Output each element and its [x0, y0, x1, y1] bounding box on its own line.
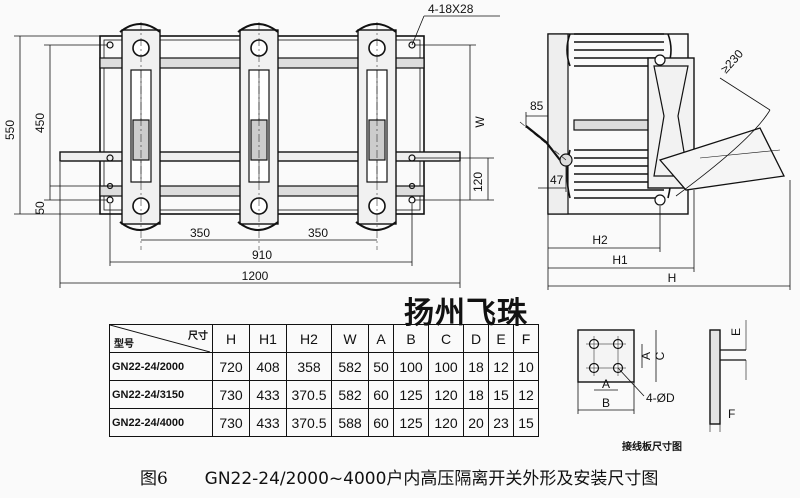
table-cell: 358 — [286, 352, 332, 381]
table-cell: 408 — [249, 352, 287, 381]
table-cell: 120 — [428, 380, 464, 409]
table-cell: 15 — [513, 408, 539, 437]
dim-350-left: 350 — [190, 226, 210, 240]
column-header: F — [513, 324, 539, 353]
table-cell: 12 — [513, 380, 539, 409]
table-cell: 18 — [463, 380, 489, 409]
table-cell: 582 — [331, 352, 369, 381]
dim-h1: H1 — [612, 253, 628, 267]
table-cell: 433 — [249, 380, 287, 409]
column-header: B — [393, 324, 429, 353]
plate-label-holes: 4-ØD — [646, 391, 675, 405]
dim-550: 550 — [3, 120, 17, 140]
model-cell: GN22-24/4000 — [109, 408, 213, 437]
dim-910: 910 — [252, 248, 272, 262]
dim-holes: 4-18X28 — [428, 2, 474, 16]
table-row: GN22-24/4000 730 433 370.5 588 60 125 12… — [109, 408, 539, 437]
column-header: H — [212, 324, 250, 353]
table-cell: 23 — [488, 408, 514, 437]
table-cell: 125 — [393, 408, 429, 437]
plate-label-c: C — [653, 351, 667, 360]
side-view — [519, 33, 785, 215]
table-cell: 588 — [331, 408, 369, 437]
dimension-table: 尺寸 型号 H H1 H2 W A B C D E F GN22-24/2000… — [109, 324, 539, 437]
column-header: D — [463, 324, 489, 353]
table-cell: 10 — [513, 352, 539, 381]
table-cell: 12 — [488, 352, 514, 381]
table-header-row: 尺寸 型号 H H1 H2 W A B C D E F — [109, 324, 539, 353]
table-cell: 60 — [368, 408, 394, 437]
column-header: W — [331, 324, 369, 353]
table-row: GN22-24/3150 730 433 370.5 582 60 125 12… — [109, 380, 539, 409]
pole-middle — [237, 23, 279, 231]
dim-120: 120 — [471, 172, 485, 192]
table-cell: 730 — [212, 380, 250, 409]
table-corner-header: 尺寸 型号 — [109, 324, 213, 353]
dim-h: H — [668, 271, 677, 285]
column-header: H2 — [286, 324, 332, 353]
dim-450: 450 — [33, 113, 47, 133]
dim-230: ≥230 — [718, 47, 746, 76]
table-cell: 120 — [428, 408, 464, 437]
figure-caption: 图6 GN22-24/2000~4000户内高压隔离开关外形及安装尺寸图 — [140, 464, 658, 489]
table-cell: 125 — [393, 380, 429, 409]
side-dimensions — [525, 77, 791, 290]
table-cell: 15 — [488, 380, 514, 409]
corner-diagonal — [110, 325, 210, 352]
table-cell: 50 — [368, 352, 394, 381]
front-view — [59, 22, 461, 250]
dim-47: 47 — [550, 173, 564, 187]
table-cell: 60 — [368, 380, 394, 409]
model-cell: GN22-24/3150 — [109, 380, 213, 409]
figure-number: 图6 — [140, 469, 168, 489]
dim-50: 50 — [33, 201, 47, 215]
table-cell: 20 — [463, 408, 489, 437]
pole-left — [119, 23, 161, 231]
column-header: A — [368, 324, 394, 353]
table-cell: 18 — [463, 352, 489, 381]
dim-h2: H2 — [592, 233, 608, 247]
header-size-label: 尺寸 — [188, 331, 208, 342]
table-cell: 370.5 — [286, 380, 332, 409]
front-dimensions — [14, 15, 500, 288]
pole-right — [355, 23, 397, 231]
dim-1200: 1200 — [242, 269, 269, 283]
plate-label-e: E — [729, 328, 743, 336]
table-cell: 582 — [331, 380, 369, 409]
model-cell: GN22-24/2000 — [109, 352, 213, 381]
plate-label-b: B — [602, 396, 610, 410]
terminal-plate-caption: 接线板尺寸图 — [622, 442, 682, 453]
dim-350-right: 350 — [308, 226, 328, 240]
dim-85: 85 — [530, 99, 544, 113]
table-cell: 433 — [249, 408, 287, 437]
table-cell: 370.5 — [286, 408, 332, 437]
column-header: H1 — [249, 324, 287, 353]
plate-label-a: A — [602, 377, 610, 391]
plate-label-f: F — [728, 407, 735, 421]
table-cell: 720 — [212, 352, 250, 381]
table-cell: 100 — [393, 352, 429, 381]
plate-label-a-side: A — [639, 352, 653, 360]
column-header: C — [428, 324, 464, 353]
dim-w: W — [473, 116, 487, 128]
table-cell: 100 — [428, 352, 464, 381]
table-row: GN22-24/2000 720 408 358 582 50 100 100 … — [109, 352, 539, 381]
terminal-plate-drawing — [577, 320, 747, 432]
table-cell: 730 — [212, 408, 250, 437]
figure-title: GN22-24/2000~4000户内高压隔离开关外形及安装尺寸图 — [204, 469, 659, 489]
header-model-label: 型号 — [114, 339, 134, 350]
column-header: E — [488, 324, 514, 353]
